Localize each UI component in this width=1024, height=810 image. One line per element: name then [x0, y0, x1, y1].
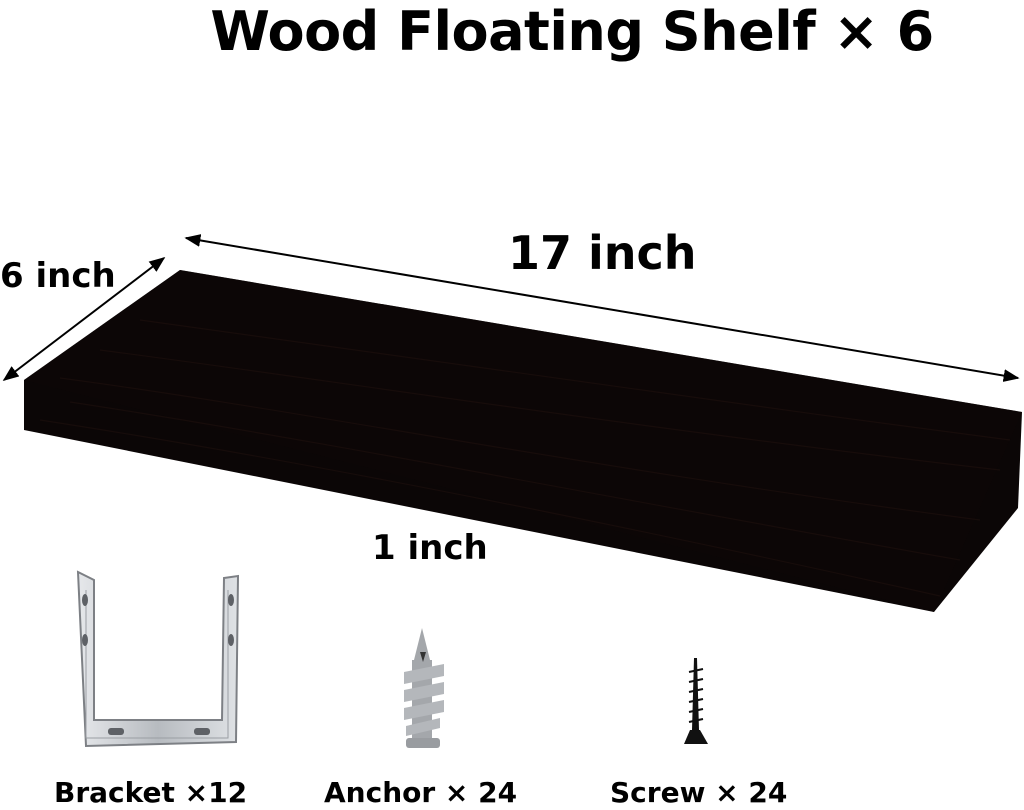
width-label: 17 inch — [508, 226, 697, 280]
u-bracket-icon — [76, 570, 240, 748]
bracket-label: Bracket ×12 — [54, 776, 248, 809]
thickness-label: 1 inch — [372, 528, 488, 568]
anchor-label: Anchor × 24 — [324, 776, 518, 809]
depth-label: 6 inch — [0, 256, 116, 296]
screw-label: Screw × 24 — [610, 776, 788, 809]
product-title: Wood Floating Shelf × 6 — [210, 0, 934, 63]
depth-dimension-arrow — [2, 257, 166, 381]
width-dimension-arrow — [184, 234, 1020, 382]
shelf-board — [24, 270, 1022, 612]
wall-anchor-icon — [404, 628, 444, 748]
screw-icon — [684, 658, 708, 744]
